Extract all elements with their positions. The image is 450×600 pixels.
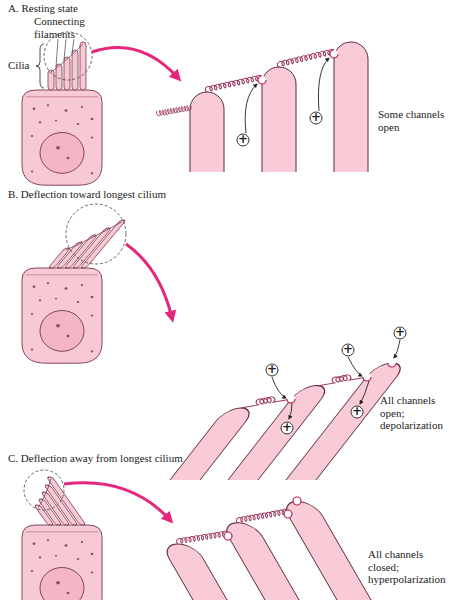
drawing-part: [330, 50, 338, 58]
drawing-part: [170, 363, 407, 480]
leader-line: [56, 39, 74, 67]
drawing-part: [245, 84, 257, 133]
zoom-arrow: [64, 483, 170, 520]
zoom-circle: [66, 204, 126, 264]
ion-circle-outline: [266, 364, 278, 376]
annotation: All channels open; depolarization: [380, 394, 448, 432]
ion-sign: +: [265, 363, 279, 377]
cilia-bundle: [48, 42, 86, 90]
drawing-part: [190, 42, 368, 172]
panel-heading: C. Deflection away from longest cilium: [8, 452, 268, 465]
ion-symbol: +: [236, 133, 250, 147]
drawing-part: [170, 363, 407, 480]
annotation: Some channels open: [378, 108, 448, 133]
drawing-part: [394, 340, 400, 358]
drawing-part: [258, 76, 266, 84]
ion-symbol: +: [341, 343, 355, 357]
hair-cell: [14, 470, 170, 600]
drawing-part: [289, 403, 292, 419]
ion-circle-outline: [237, 134, 249, 146]
drawing-part: [284, 510, 292, 518]
cilia-bundle: [48, 220, 126, 268]
ion-circle-outline: [342, 344, 354, 356]
ion-circle-outline: [351, 406, 363, 418]
tip-link: [240, 371, 367, 408]
zoom-arrow: [92, 48, 178, 78]
panel-heading: A. Resting state: [8, 2, 228, 15]
drawing-part: [236, 509, 289, 523]
drawing-part: [224, 532, 232, 540]
drawing-part: [293, 497, 301, 505]
ion-circle-outline: [394, 327, 406, 339]
drawing-part: [156, 105, 191, 116]
ion-sign: +: [280, 421, 294, 435]
drawing-part: [136, 502, 378, 600]
drawing-part: [205, 75, 263, 93]
zoom-arrow: [126, 244, 172, 318]
ion-circle-outline: [281, 422, 293, 434]
tip-link: [176, 509, 289, 544]
bracket: [36, 44, 44, 88]
cilia-zoom: [170, 363, 407, 480]
cell-body: [22, 268, 102, 363]
drawing-part: [363, 373, 371, 381]
ion-sign: +: [309, 111, 323, 125]
zoom-circle: [24, 470, 64, 510]
panel-heading: B. Deflection toward longest cilium: [8, 188, 268, 201]
ion-sign: +: [393, 326, 407, 340]
drawing-part: [240, 393, 291, 408]
ion-channel: [258, 50, 338, 84]
cell-body: [22, 525, 102, 600]
drawing-part: [318, 58, 329, 111]
ion-symbol: +: [350, 405, 364, 419]
annotation: Cilia: [8, 59, 38, 72]
drawing-part: [287, 395, 295, 403]
cilia-zoom: [136, 502, 378, 600]
ion-symbol: +: [280, 421, 294, 435]
cilia-zoom: [190, 42, 368, 172]
ion-channel: [224, 497, 301, 540]
annotation: Connecting filaments: [34, 15, 94, 40]
annotation: All channels closed; hyperpolarization: [368, 548, 448, 586]
tip-link: [156, 49, 335, 117]
drawing-part: [388, 359, 396, 367]
hair-cell: [22, 204, 172, 363]
ion-sign: +: [236, 133, 250, 147]
ion-symbol: +: [309, 111, 323, 125]
ion-sign: +: [350, 405, 364, 419]
hair-cell: [22, 32, 178, 185]
ion-arrow: [245, 58, 329, 133]
ion-sign: +: [341, 343, 355, 357]
ion-circle-outline: [310, 112, 322, 124]
ion-channel: [287, 359, 396, 403]
drawing-part: [348, 357, 362, 376]
ion-symbol: +: [265, 363, 279, 377]
cell-body: [22, 90, 102, 185]
drawing-part: [360, 381, 369, 404]
drawing-part: [190, 42, 368, 172]
drawing-part: [136, 502, 378, 600]
drawing-part: [176, 531, 229, 544]
ion-symbol: +: [393, 326, 407, 340]
drawing-part: [272, 377, 286, 398]
drawing-part: [277, 49, 336, 68]
